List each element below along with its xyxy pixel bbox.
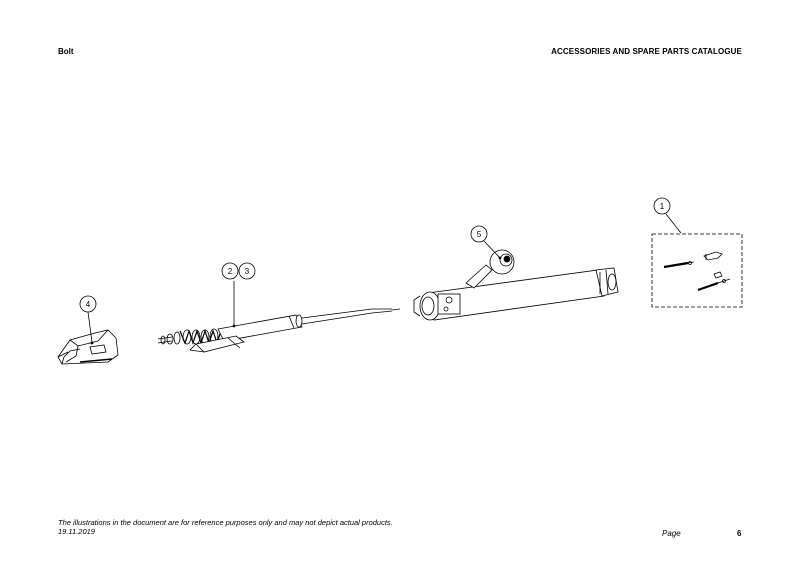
document-date: 19.11.2019 bbox=[58, 527, 95, 536]
page-number: 6 bbox=[737, 529, 742, 538]
callout-4-label: 4 bbox=[86, 300, 91, 309]
callout-1: 1 bbox=[653, 197, 671, 215]
part-2-3-firing-pin bbox=[157, 281, 401, 353]
disclaimer-text: The illustrations in the document are fo… bbox=[58, 518, 393, 527]
footer-note: The illustrations in the document are fo… bbox=[58, 518, 393, 536]
callout-1-label: 1 bbox=[660, 202, 665, 211]
page-label: Page bbox=[662, 529, 681, 538]
callout-5-label: 5 bbox=[477, 230, 482, 239]
document-title: Bolt bbox=[58, 47, 74, 56]
callout-3-label: 3 bbox=[245, 267, 250, 276]
part-5-bolt-carrier bbox=[413, 240, 619, 321]
callout-4: 4 bbox=[79, 295, 97, 313]
part-4-cover bbox=[57, 311, 119, 365]
catalogue-title: ACCESSORIES AND SPARE PARTS CATALOGUE bbox=[551, 47, 742, 56]
callout-2-label: 2 bbox=[228, 267, 233, 276]
callout-5: 5 bbox=[470, 225, 488, 243]
callout-2: 2 bbox=[221, 262, 239, 280]
part-1-kit bbox=[651, 213, 743, 308]
callout-3: 3 bbox=[238, 262, 256, 280]
